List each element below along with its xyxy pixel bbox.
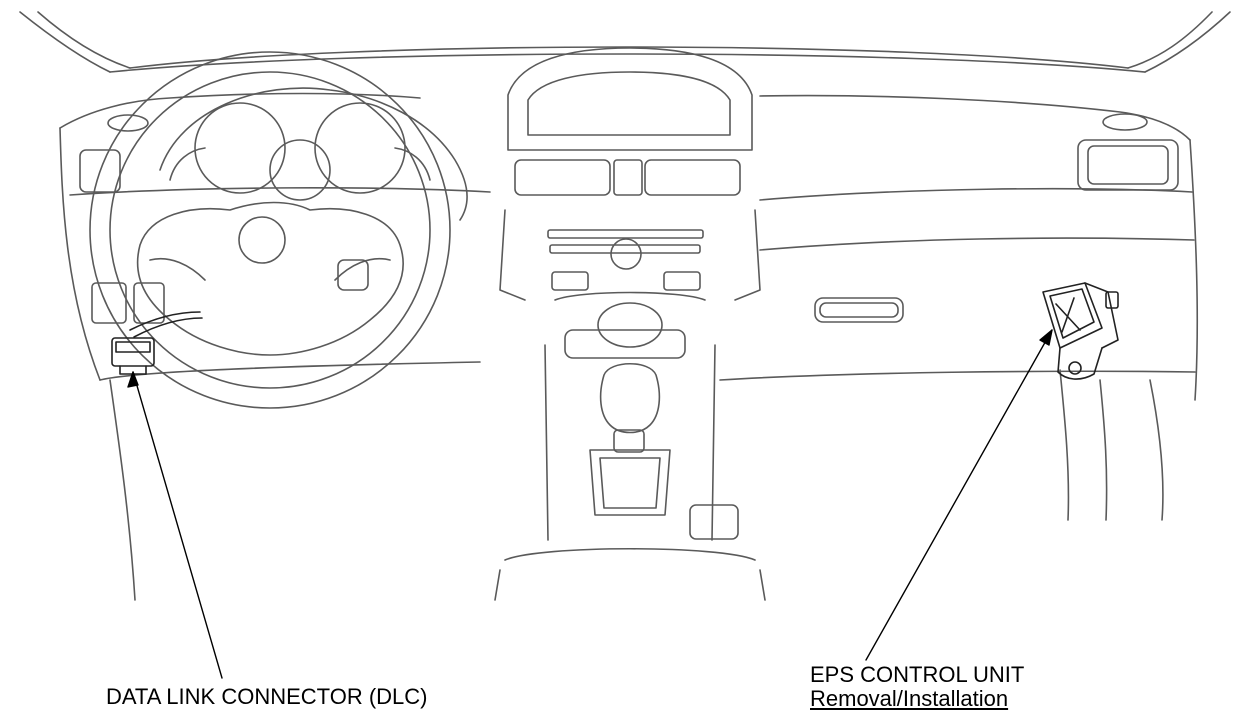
glovebox	[814, 297, 904, 323]
leader-lines	[127, 329, 1053, 679]
center-console	[494, 291, 766, 601]
eps-control-unit	[1042, 282, 1119, 380]
right-vents	[1077, 113, 1179, 191]
eps-arrowhead	[1039, 329, 1053, 346]
center-stack	[499, 47, 761, 301]
dlc-leader	[132, 371, 223, 679]
dlc-arrowhead	[127, 371, 139, 388]
steering-wheel	[89, 51, 451, 409]
dashboard-outline	[59, 92, 1199, 401]
dlc-label: DATA LINK CONNECTOR (DLC)	[106, 684, 428, 709]
eps-leader	[865, 329, 1053, 661]
windshield-frame	[19, 11, 1231, 73]
eps-removal-installation-link[interactable]: Removal/Installation	[810, 686, 1009, 712]
dlc-connector	[111, 311, 203, 375]
left-vents	[79, 114, 165, 324]
eps-title: EPS CONTROL UNIT	[810, 662, 1025, 687]
lower-panels	[109, 369, 1164, 601]
instrument-cluster	[159, 87, 468, 221]
eps-label-group: EPS CONTROL UNIT Removal/Installation	[810, 662, 1025, 712]
